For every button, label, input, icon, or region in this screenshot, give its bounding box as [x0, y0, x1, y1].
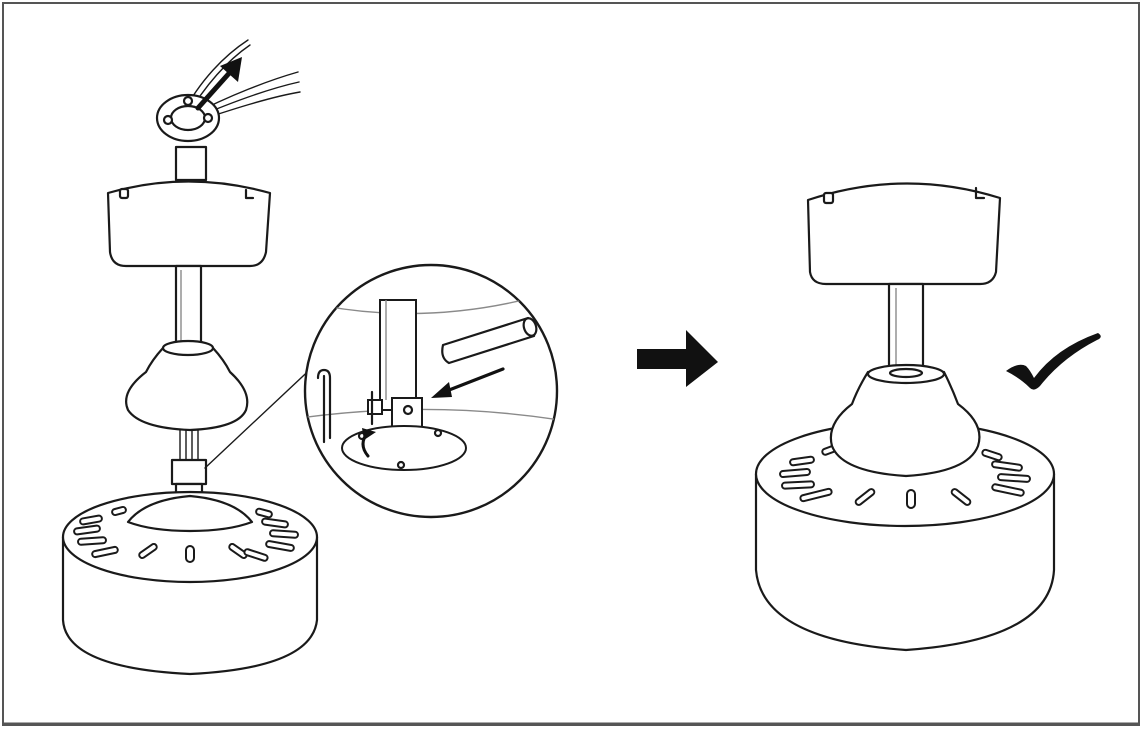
- motor-collar: [170, 458, 208, 486]
- checkmark-icon: [1006, 333, 1101, 390]
- lift-arrow-icon: [195, 57, 242, 111]
- vent-slots: [779, 444, 1031, 509]
- mounting-bracket: [155, 93, 221, 182]
- right-assembly-after: [754, 182, 1101, 652]
- callout-line: [204, 361, 319, 469]
- rotate-arrow-icon: [361, 428, 376, 458]
- cotter-clip: [316, 368, 332, 444]
- coupling-cover-left: [125, 346, 249, 432]
- canopy-slot: [244, 188, 255, 200]
- left-assembly-before: [61, 39, 319, 676]
- downrod-left: [174, 264, 203, 352]
- coupling-cover-right: [829, 370, 981, 478]
- motor-housing-left: [61, 490, 319, 676]
- insert-arrow-icon: [431, 367, 505, 398]
- canopy-slot: [974, 186, 986, 200]
- canopy-left: [106, 180, 272, 268]
- clevis-pin: [441, 316, 538, 365]
- canopy-slot: [822, 191, 835, 205]
- right-arrow-icon: [637, 330, 718, 387]
- vent-slots: [73, 505, 299, 563]
- canopy-right: [806, 182, 1002, 286]
- canopy-slot: [118, 187, 130, 200]
- zoom-detail-circle: [303, 263, 559, 519]
